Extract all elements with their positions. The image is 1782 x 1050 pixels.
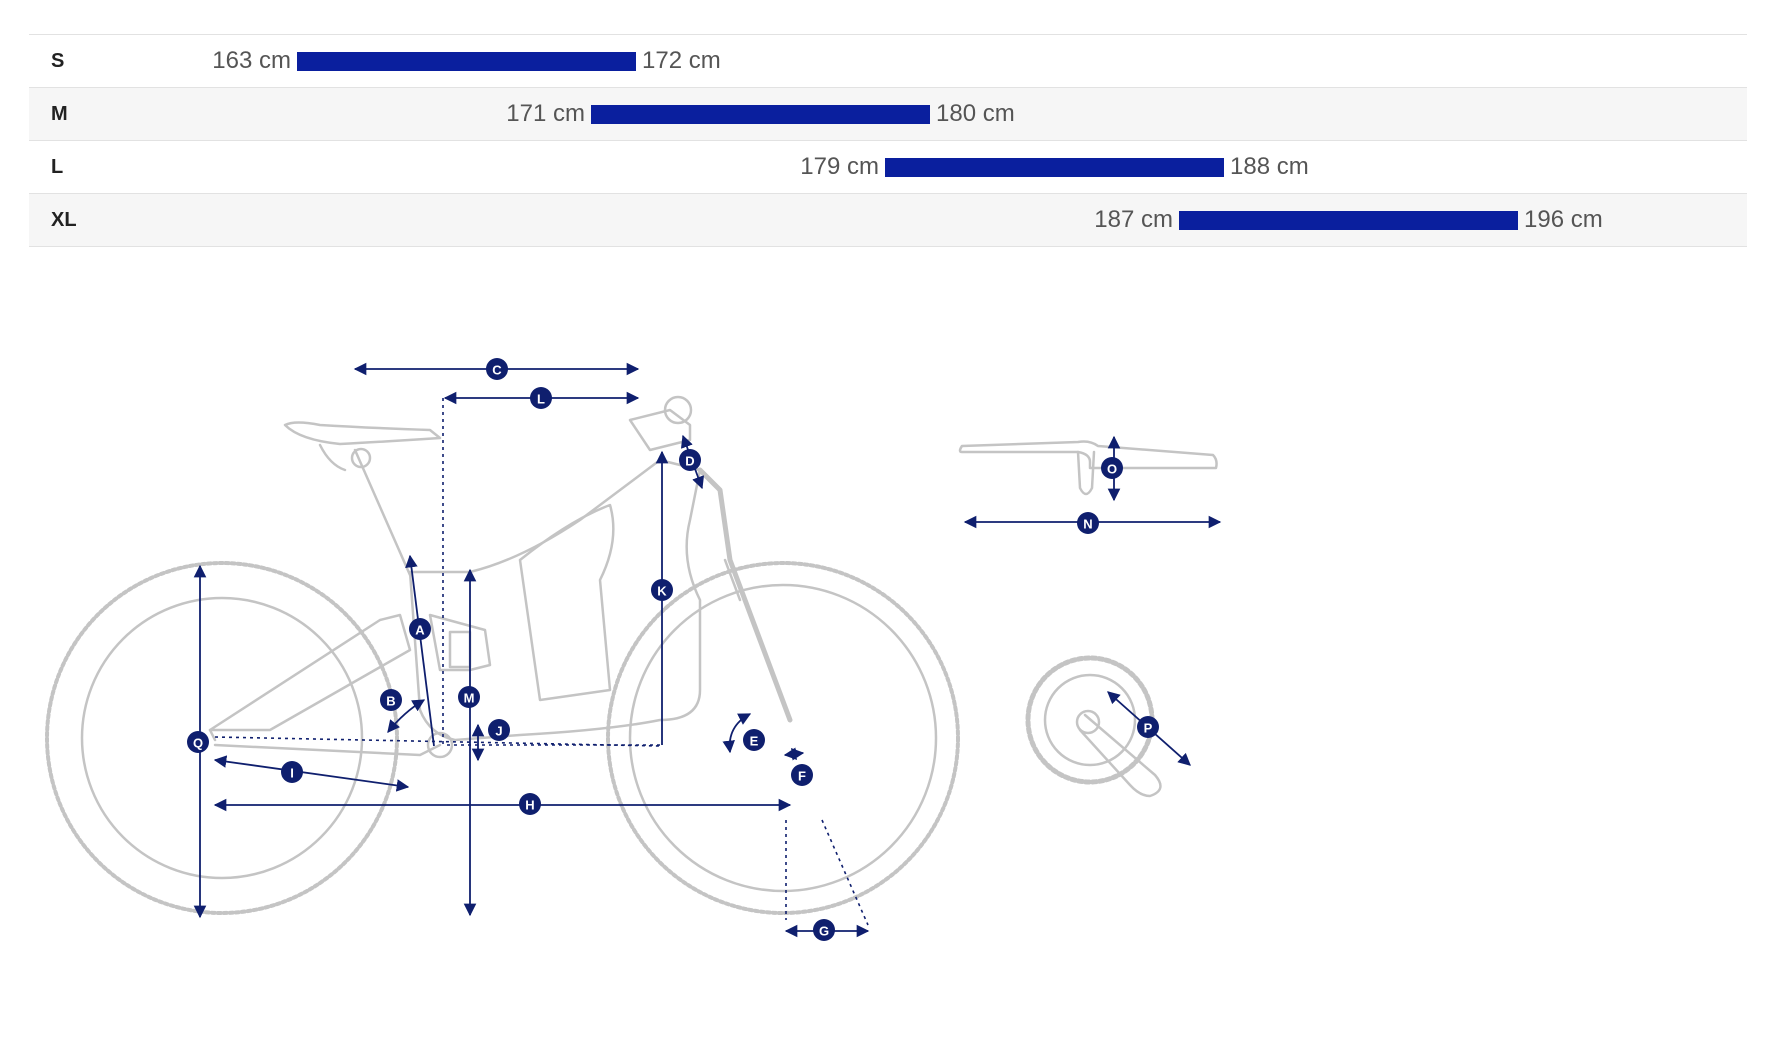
size-row-l: L 179 cm 188 cm — [29, 140, 1747, 193]
size-label: L — [51, 156, 64, 178]
dimension-a — [405, 554, 435, 747]
fork-icon — [697, 467, 793, 723]
label-j-text: J — [495, 724, 502, 739]
label-g-text: G — [819, 924, 829, 939]
height-range: 187 cm 196 cm — [1094, 207, 1602, 233]
label-p-text: P — [1144, 721, 1153, 736]
label-f: F — [791, 764, 813, 786]
rider-height-size-chart: S 163 cm 172 cm M 171 cm 180 cm L 179 cm… — [29, 34, 1747, 247]
height-min: 163 cm — [212, 47, 291, 74]
label-i: I — [281, 761, 303, 783]
size-row-xl: XL 187 cm 196 cm — [29, 193, 1747, 247]
crank-arm-icon — [1078, 713, 1162, 798]
height-max: 172 cm — [642, 47, 721, 74]
label-n: N — [1077, 512, 1099, 534]
label-g: G — [813, 919, 835, 941]
label-h: H — [519, 793, 541, 815]
label-m-text: M — [464, 691, 475, 706]
shock-icon — [428, 613, 492, 672]
rear-rim-icon — [80, 596, 364, 880]
label-d: D — [679, 449, 701, 471]
height-range-bar — [885, 158, 1224, 177]
label-o-text: O — [1107, 462, 1117, 477]
label-n-text: N — [1083, 517, 1092, 532]
label-e-text: E — [750, 734, 759, 749]
label-f-text: F — [798, 769, 806, 784]
label-c: C — [486, 358, 508, 380]
dimension-f — [783, 747, 805, 761]
label-a: A — [409, 618, 431, 640]
height-range-bar — [1179, 211, 1518, 230]
label-c-text: C — [492, 363, 502, 378]
stem-icon — [628, 408, 692, 452]
label-p: P — [1137, 716, 1159, 738]
handlebar-icon — [958, 440, 1218, 470]
dimension-i — [213, 755, 410, 792]
height-range: 179 cm 188 cm — [800, 154, 1308, 180]
front-rim-icon — [628, 583, 938, 893]
label-e: E — [743, 729, 765, 751]
height-range-bar — [591, 105, 930, 124]
seatpost-icon — [353, 448, 412, 577]
label-h-text: H — [525, 798, 534, 813]
height-min: 187 cm — [1094, 206, 1173, 233]
size-label: S — [51, 50, 65, 72]
height-range: 163 cm 172 cm — [212, 48, 720, 74]
rear-tire-icon — [45, 561, 399, 915]
label-o: O — [1101, 457, 1123, 479]
front-tire-icon — [606, 561, 960, 915]
label-b: B — [380, 689, 402, 711]
label-l-text: L — [537, 392, 545, 407]
label-j: J — [488, 719, 510, 741]
label-b-text: B — [386, 694, 395, 709]
size-row-m: M 171 cm 180 cm — [29, 87, 1747, 140]
dimension-b — [387, 699, 426, 733]
label-l: L — [530, 387, 552, 409]
rear-triangle-icon — [208, 613, 412, 732]
height-max: 180 cm — [936, 100, 1015, 127]
height-range: 171 cm 180 cm — [506, 101, 1014, 127]
bike-drawing — [45, 395, 1218, 915]
bike-geometry-diagram: C L D K A M B J Q I H E F G O N P — [45, 358, 1222, 941]
height-min: 179 cm — [800, 153, 879, 180]
dimension-e — [722, 713, 752, 754]
height-max: 196 cm — [1524, 206, 1603, 233]
label-k: K — [651, 579, 673, 601]
height-max: 188 cm — [1230, 153, 1309, 180]
size-label: M — [51, 103, 68, 125]
height-range-bar — [297, 52, 636, 71]
label-d-text: D — [685, 454, 694, 469]
label-a-text: A — [415, 623, 425, 638]
saddle-icon — [283, 421, 442, 446]
size-row-s: S 163 cm 172 cm — [29, 34, 1747, 87]
label-m: M — [458, 686, 480, 708]
label-q-text: Q — [193, 736, 203, 751]
label-q: Q — [187, 731, 209, 753]
height-min: 171 cm — [506, 100, 585, 127]
size-label: XL — [51, 209, 77, 231]
label-k-text: K — [657, 584, 667, 599]
label-i-text: I — [290, 766, 294, 781]
